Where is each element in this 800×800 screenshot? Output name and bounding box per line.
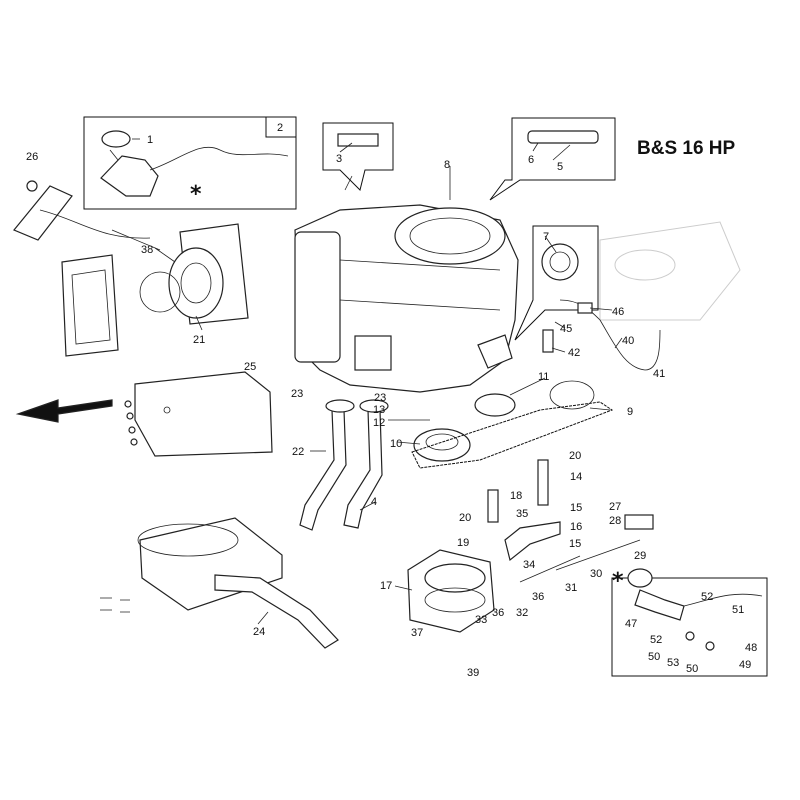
- callout-48: 48: [745, 642, 757, 654]
- callout-5: 5: [557, 161, 563, 173]
- callout-21: 21: [193, 334, 205, 346]
- callout-33: 33: [475, 614, 487, 626]
- callout-38: 38: [141, 244, 153, 256]
- callout-25: 25: [244, 361, 256, 373]
- callout-1: 1: [147, 134, 153, 146]
- leader-lines: [132, 138, 623, 625]
- callout-22: 22: [292, 446, 304, 458]
- throttle-cable-inset: [83, 116, 297, 210]
- exhaust-pipes: [299, 399, 389, 531]
- callout-47: 47: [625, 618, 637, 630]
- diagram-title: B&S 16 HP: [637, 138, 736, 159]
- callout-50b: 50: [686, 663, 698, 675]
- callout-42: 42: [568, 347, 580, 359]
- callout-3: 3: [336, 153, 342, 165]
- callout-7: 7: [543, 231, 549, 243]
- callout-6: 6: [528, 154, 534, 166]
- pulley-belt-group: [411, 380, 614, 469]
- callout-37: 37: [411, 627, 423, 639]
- callout-36b: 36: [492, 607, 504, 619]
- callout-20a: 20: [569, 450, 581, 462]
- callout-27: 27: [609, 501, 621, 513]
- callout-24: 24: [253, 626, 265, 638]
- callout-39: 39: [467, 667, 479, 679]
- callout-35: 35: [516, 508, 528, 520]
- choke-control-part: [13, 180, 151, 241]
- callout-8: 8: [444, 159, 450, 171]
- linkage-parts: [487, 459, 654, 583]
- callout-18: 18: [510, 490, 522, 502]
- callout-50a: 50: [648, 651, 660, 663]
- star-mark-bottom: *: [612, 569, 624, 594]
- callout-49: 49: [739, 659, 751, 671]
- callout-14: 14: [570, 471, 582, 483]
- callout-layer: 1234567891011121314151516171819202021222…: [26, 122, 757, 679]
- fuel-line-part: [542, 299, 661, 371]
- callout-11: 11: [538, 371, 549, 383]
- callout-28: 28: [609, 515, 621, 527]
- callout-23a: 23: [291, 388, 303, 400]
- callout-2: 2: [277, 122, 283, 134]
- callout-12: 12: [373, 417, 385, 429]
- callout-16: 16: [570, 521, 582, 533]
- callout-52b: 52: [650, 634, 662, 646]
- callout-53: 53: [667, 657, 679, 669]
- callout-31: 31: [565, 582, 577, 594]
- callout-26: 26: [26, 151, 38, 163]
- callout-40: 40: [622, 335, 634, 347]
- pto-clutch-part: [407, 549, 495, 633]
- lever-inset-bottom: [611, 568, 768, 677]
- callout-41: 41: [653, 368, 665, 380]
- engine-body: [294, 204, 519, 393]
- callout-34: 34: [523, 559, 535, 571]
- callout-45: 45: [560, 323, 572, 335]
- callout-19: 19: [457, 537, 469, 549]
- callout-36a: 36: [532, 591, 544, 603]
- fasteners-left: [100, 400, 138, 613]
- spark-plug-inset: [322, 122, 394, 191]
- callout-15a: 15: [570, 502, 582, 514]
- callout-4: 4: [371, 496, 377, 508]
- callout-29: 29: [634, 550, 646, 562]
- callout-52a: 52: [701, 591, 713, 603]
- callout-17: 17: [380, 580, 392, 592]
- callout-23b: 23: [374, 392, 386, 404]
- oil-filter-inset: [514, 225, 599, 341]
- callout-15b: 15: [569, 538, 581, 550]
- cover-plate-part: [15, 371, 273, 457]
- star-mark-top: *: [190, 182, 202, 207]
- air-cleaner-group: [61, 223, 249, 357]
- callout-32: 32: [516, 607, 528, 619]
- callout-51: 51: [732, 604, 744, 616]
- shaft-inset: [489, 117, 616, 201]
- callout-13: 13: [373, 404, 385, 416]
- callout-10: 10: [390, 438, 402, 450]
- callout-9: 9: [627, 406, 633, 418]
- callout-20b: 20: [459, 512, 471, 524]
- callout-46: 46: [612, 306, 624, 318]
- muffler-part: [137, 517, 339, 649]
- callout-30: 30: [590, 568, 602, 580]
